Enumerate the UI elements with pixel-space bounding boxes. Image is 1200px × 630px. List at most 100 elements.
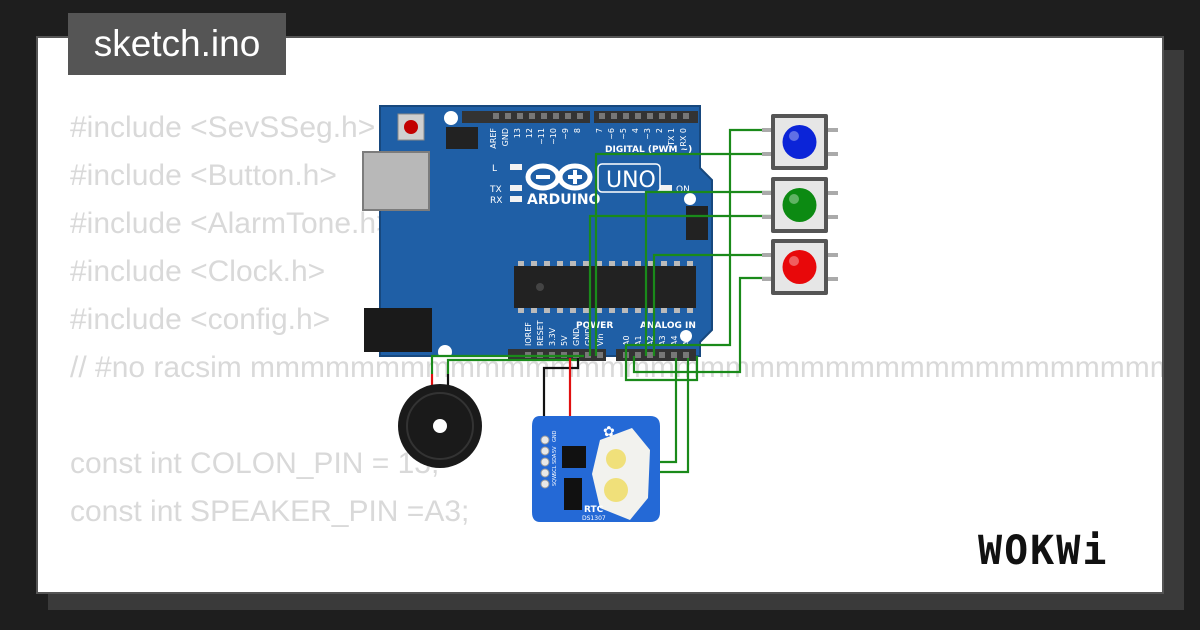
header-pin[interactable] <box>565 113 571 119</box>
header-pin[interactable] <box>647 113 653 119</box>
button-leg <box>828 128 838 132</box>
header-pin[interactable] <box>659 113 665 119</box>
chip-pin <box>648 308 654 313</box>
rtc-label: RTC <box>584 505 604 515</box>
wokwi-logo: WOKWi <box>978 528 1109 574</box>
model-frame <box>597 163 661 193</box>
header-pin[interactable] <box>597 352 603 358</box>
chip-pin <box>609 261 615 266</box>
bottom-pin-label: IOREF <box>524 322 533 346</box>
button-cap[interactable] <box>782 125 817 159</box>
header-pin[interactable] <box>671 113 677 119</box>
button-highlight <box>789 194 799 204</box>
pushbutton-red[interactable] <box>762 239 838 295</box>
rtc-pin[interactable] <box>540 435 550 445</box>
header-pin[interactable] <box>671 352 677 358</box>
chip-pin <box>570 308 576 313</box>
top-pin-label: 4 <box>631 128 640 133</box>
power-label: POWER <box>576 321 613 331</box>
usb-connector <box>362 151 430 211</box>
wire-green-button <box>644 190 771 356</box>
led-l <box>510 164 522 170</box>
top-pin-label: ~5 <box>619 128 628 140</box>
analog-label: ANALOG IN <box>640 321 696 331</box>
pushbutton-blue[interactable] <box>762 114 838 170</box>
button-leg <box>762 128 772 132</box>
chip-pin <box>622 308 628 313</box>
bottom-pin-label: 3.3V <box>548 327 557 346</box>
chip-pin <box>596 308 602 313</box>
chip-pins <box>518 261 693 313</box>
top-pin-label: ~11 <box>537 128 546 145</box>
header-pin[interactable] <box>553 113 559 119</box>
led-tx-label: TX <box>489 185 502 195</box>
button-cap[interactable] <box>782 250 817 284</box>
header-pin[interactable] <box>635 352 641 358</box>
header-pin[interactable] <box>647 352 653 358</box>
chip-pin <box>661 261 667 266</box>
header-pin[interactable] <box>517 113 523 119</box>
adafruit-star-icon: ✿ <box>603 424 615 440</box>
chip-pin <box>518 308 524 313</box>
wire-buzzer-sig <box>446 358 580 374</box>
header-pin[interactable] <box>493 113 499 119</box>
button-leg <box>828 191 838 195</box>
bottom-pin-label: A2 <box>646 335 655 346</box>
rtc-pin-label: SQW <box>552 474 558 486</box>
header-pin[interactable] <box>599 113 605 119</box>
rtc-pin[interactable] <box>540 479 550 489</box>
rtc-battery-contact <box>606 449 626 469</box>
arduino-logo <box>525 163 593 191</box>
pushbutton-green[interactable] <box>762 177 838 233</box>
button-highlight <box>789 131 799 141</box>
wire-buzzer-gnd <box>430 354 584 374</box>
rtc-pin[interactable] <box>540 468 550 478</box>
button-cap[interactable] <box>782 188 817 222</box>
chip-pin <box>583 308 589 313</box>
header-pin[interactable] <box>611 113 617 119</box>
chip-pin <box>687 308 693 313</box>
led-tx <box>510 185 522 191</box>
buzzer[interactable] <box>398 384 482 468</box>
led-on-label: ON <box>676 185 690 195</box>
rtc-chip-label: DS1307 <box>582 515 606 522</box>
header-pin[interactable] <box>505 113 511 119</box>
header-pin[interactable] <box>659 352 665 358</box>
button-leg <box>762 277 772 281</box>
chip-pin <box>583 261 589 266</box>
top-pin-label: ~3 <box>643 128 652 140</box>
button-leg <box>828 215 838 219</box>
rtc-crystal <box>564 478 582 510</box>
rtc-pin-label: 5V <box>552 446 558 453</box>
chip-pin <box>518 261 524 266</box>
top-pin-label: ~9 <box>561 128 570 140</box>
rtc-pin-label: GND <box>552 430 558 442</box>
header-pin[interactable] <box>635 113 641 119</box>
header-pin[interactable] <box>683 352 689 358</box>
code-line: Button hourButton(A1,0); <box>70 584 1162 592</box>
button-leg <box>828 253 838 257</box>
push-buttons <box>762 114 838 295</box>
bottom-pin-label: A5 <box>682 335 691 346</box>
bottom-pin-label: Vin <box>596 333 605 346</box>
header-pin[interactable] <box>577 113 583 119</box>
header-pin[interactable] <box>585 352 591 358</box>
rtc-pin[interactable] <box>540 457 550 467</box>
chip-pin <box>635 261 641 266</box>
chip-pin <box>557 308 563 313</box>
header-pin[interactable] <box>623 113 629 119</box>
rtc-pin[interactable] <box>540 446 550 456</box>
top-pin-label: 12 <box>525 128 534 138</box>
header-pin[interactable] <box>529 113 535 119</box>
chip-pin <box>635 308 641 313</box>
bottom-pin-label: A1 <box>634 335 643 346</box>
button-leg <box>828 152 838 156</box>
top-pin-label: 7 <box>595 128 604 133</box>
header-pin[interactable] <box>541 113 547 119</box>
chip-pin <box>544 308 550 313</box>
header-pin[interactable] <box>683 113 689 119</box>
rtc-pin-label: SDA <box>552 453 558 464</box>
